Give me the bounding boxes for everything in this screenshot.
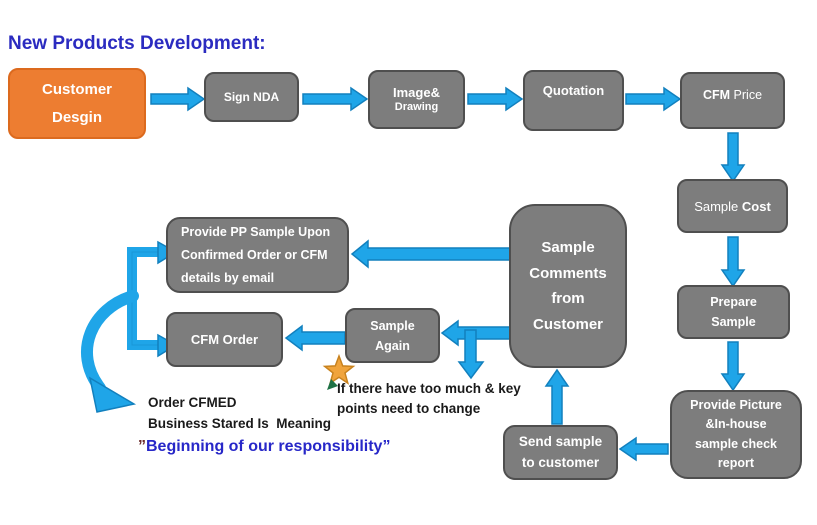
box-prepare-sample-label: Prepare Sample [710, 295, 757, 329]
close-quote: ” [382, 438, 391, 455]
arrow-image-to-quotation-icon [467, 86, 524, 112]
box-sign-nda: Sign NDA [204, 72, 299, 122]
open-quote: ” [138, 438, 146, 455]
arrow-picture-to-sendsample-icon [618, 436, 669, 462]
box-sign-nda-label: Sign NDA [223, 90, 280, 104]
arrow-sendsample-to-comments-icon [544, 368, 570, 425]
box-quotation-label: Quotation [542, 83, 605, 98]
box-image-drawing-label: Image&Drawing [393, 84, 440, 114]
box-sample-comments: Sample Comments from Customer [509, 204, 627, 368]
box-provide-picture: Provide Picture &In-house sample check r… [670, 390, 802, 479]
box-image-drawing: Image&Drawing [368, 70, 465, 129]
curved-arrow-to-note-icon [81, 290, 139, 394]
note-change-condition: If there have too much & key points need… [337, 381, 521, 416]
box-sample-again: Sample Again [345, 308, 440, 363]
arrow-samplecost-to-prepare-icon [720, 236, 746, 288]
curved-arrowhead-icon [88, 376, 137, 413]
box-cfm-price: CFM Price [680, 72, 785, 129]
box-prepare-sample: Prepare Sample [677, 285, 790, 339]
arrow-sampleagain-to-cfmorder-icon [284, 324, 346, 352]
box-sample-cost-label: Sample Cost [694, 198, 771, 214]
arrow-prepare-to-picture-icon [720, 341, 746, 392]
note-responsibility: ”Beginning of our responsibility” [138, 438, 390, 456]
box-send-sample: Send sample to customer [503, 425, 618, 480]
box-cfm-order-label: CFM Order [190, 332, 259, 347]
note-order-cfmed: Order CFMED Business Stared Is Meaning [148, 395, 332, 431]
box-provide-pp-sample-label: Provide PP Sample Upon Confirmed Order o… [181, 224, 331, 285]
arrow-customer-to-nda-icon [150, 86, 206, 112]
page-title: New Products Development: [8, 33, 266, 54]
box-send-sample-label: Send sample to customer [518, 434, 603, 470]
box-cfm-order: CFM Order [166, 312, 283, 367]
box-customer-design-label: Customer Desgin [41, 80, 112, 126]
box-provide-pp-sample: Provide PP Sample Upon Confirmed Order o… [166, 217, 349, 293]
box-sample-cost: Sample Cost [677, 179, 788, 233]
note-responsibility-text: Beginning of our responsibility [146, 438, 383, 455]
arrow-nda-to-image-icon [302, 86, 369, 112]
arrow-comments-to-providepp-icon [350, 239, 511, 269]
box-quotation: Quotation [523, 70, 624, 131]
box-sample-comments-label: Sample Comments from Customer [529, 239, 607, 333]
box-sample-again-label: Sample Again [370, 318, 415, 353]
box-cfm-price-label: CFM Price [702, 88, 763, 102]
arrow-quotation-to-cfmprice-icon [625, 86, 682, 112]
green-check-mark-icon [327, 379, 338, 390]
box-provide-picture-label: Provide Picture &In-house sample check r… [690, 397, 782, 470]
arrow-branch-down-to-note-icon [457, 329, 485, 380]
box-customer-design: Customer Desgin [8, 68, 146, 139]
gold-star-icon [322, 353, 356, 385]
arrow-cfmprice-to-samplecost-icon [720, 132, 746, 183]
